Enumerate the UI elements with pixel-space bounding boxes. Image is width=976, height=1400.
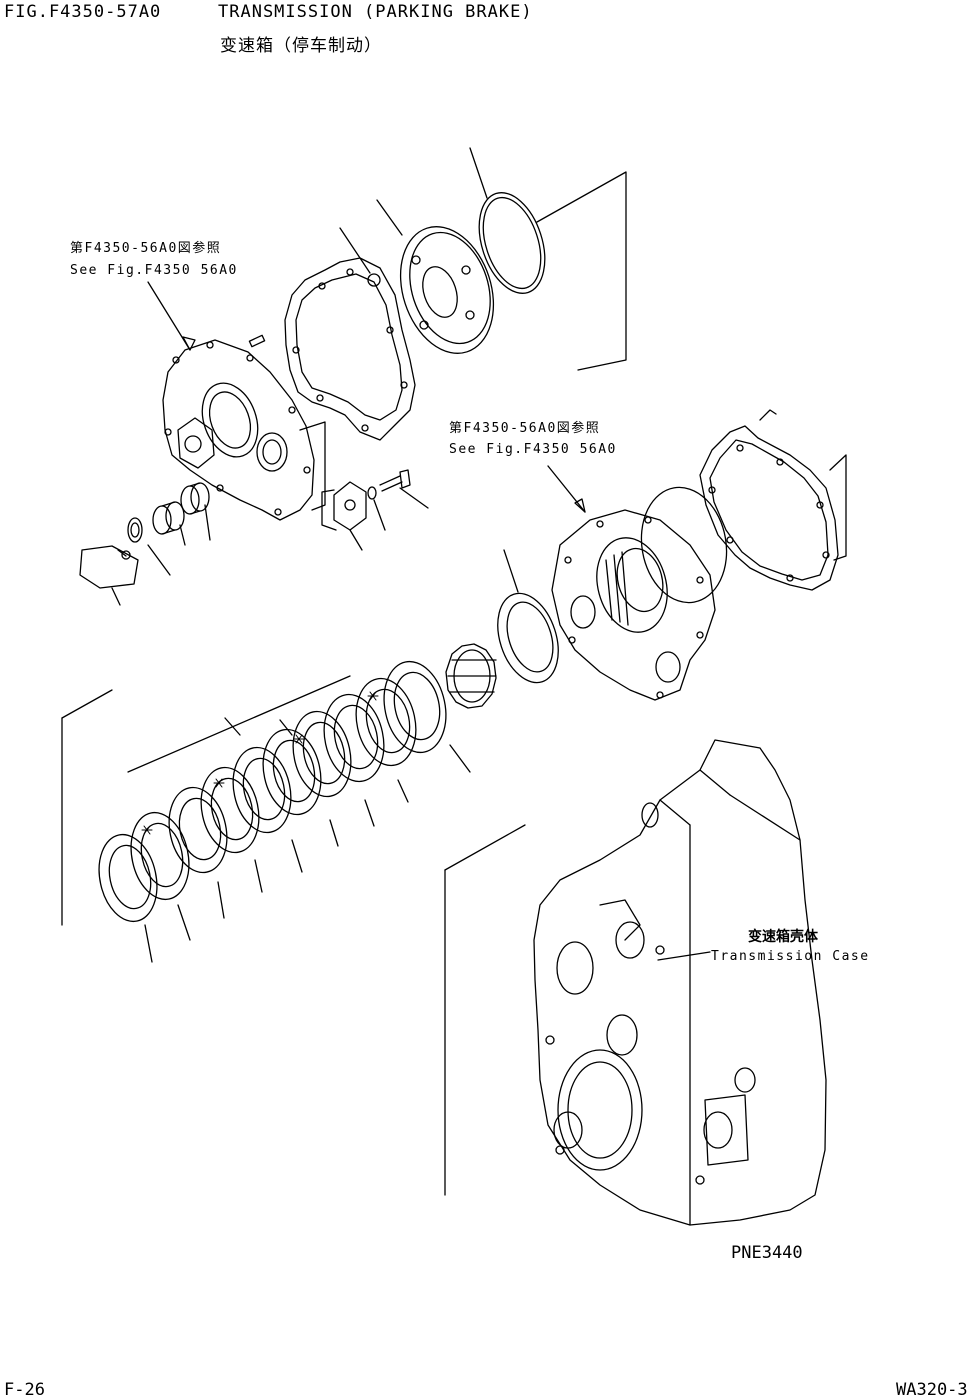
reference-callout-1-english: See Fig.F4350 56A0	[70, 263, 238, 278]
reference-callout-2-english: See Fig.F4350 56A0	[449, 442, 617, 457]
drawing-code: PNE3440	[731, 1243, 803, 1263]
disc-10	[91, 829, 164, 927]
case-label-chinese: 变速箱壳体	[748, 929, 818, 945]
snap-ring	[467, 148, 626, 370]
check-ball	[340, 228, 380, 286]
figure-title-chinese: 变速箱（停车制动）	[220, 36, 382, 56]
disc-9	[123, 807, 196, 905]
needle-bearing	[181, 483, 210, 540]
page-number: F-26	[4, 1380, 45, 1400]
model-number: WA320-3	[896, 1380, 968, 1400]
figure-title: TRANSMISSION (PARKING BRAKE)	[218, 2, 533, 22]
washer	[368, 487, 385, 530]
oil-seal	[128, 518, 170, 575]
bolt	[380, 470, 428, 508]
piston-plate	[377, 200, 509, 365]
transmission-case	[445, 740, 826, 1225]
reference-callout-1-chinese: 第F4350-56A0図参照	[70, 241, 222, 256]
disc-1	[376, 656, 454, 758]
rear-housing	[548, 466, 715, 700]
dowel-pin	[249, 335, 264, 346]
disc-8	[162, 782, 235, 878]
front-housing	[148, 282, 325, 520]
reference-callout-2-chinese: 第F4350-56A0図参照	[449, 421, 601, 436]
disc-3	[316, 689, 391, 787]
gear-drum	[446, 644, 496, 708]
disc-4	[286, 706, 359, 802]
disc-5	[256, 724, 329, 820]
figure-number: FIG.F4350-57A0	[4, 2, 162, 22]
disc-6	[226, 742, 299, 838]
bushing	[153, 502, 185, 545]
cover-plate	[80, 546, 138, 605]
asterisk-markers	[142, 692, 378, 834]
disc-2	[348, 673, 423, 771]
rear-gasket	[700, 410, 846, 590]
case-label-english: Transmission Case	[711, 949, 870, 964]
disc-stack	[62, 656, 470, 962]
gasket	[285, 258, 415, 440]
o-ring	[633, 481, 736, 610]
bracket	[322, 482, 366, 550]
thrust-washer	[487, 550, 569, 690]
disc-7	[194, 762, 267, 858]
